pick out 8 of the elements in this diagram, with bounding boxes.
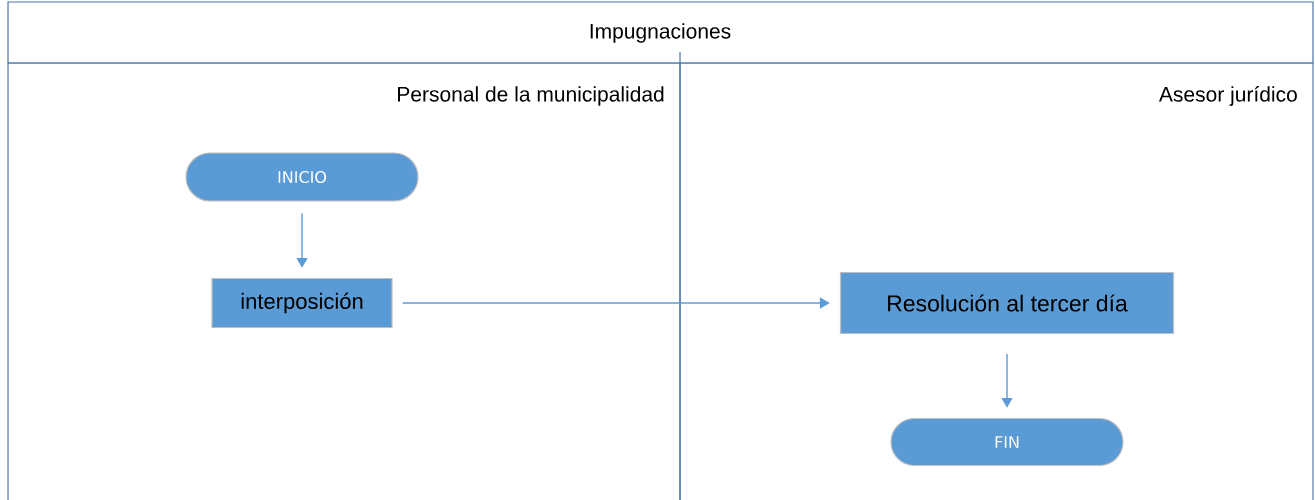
terminator-pill: FIN [890, 417, 1124, 467]
pool-header: Impugnaciones [7, 1, 1314, 64]
arrow [296, 212, 308, 268]
process-box: Resolución al tercer día [839, 271, 1175, 335]
arrow [1001, 353, 1013, 408]
terminator-pill: INICIO [185, 152, 419, 202]
process-box: interposición [211, 277, 393, 329]
arrow [401, 297, 830, 309]
